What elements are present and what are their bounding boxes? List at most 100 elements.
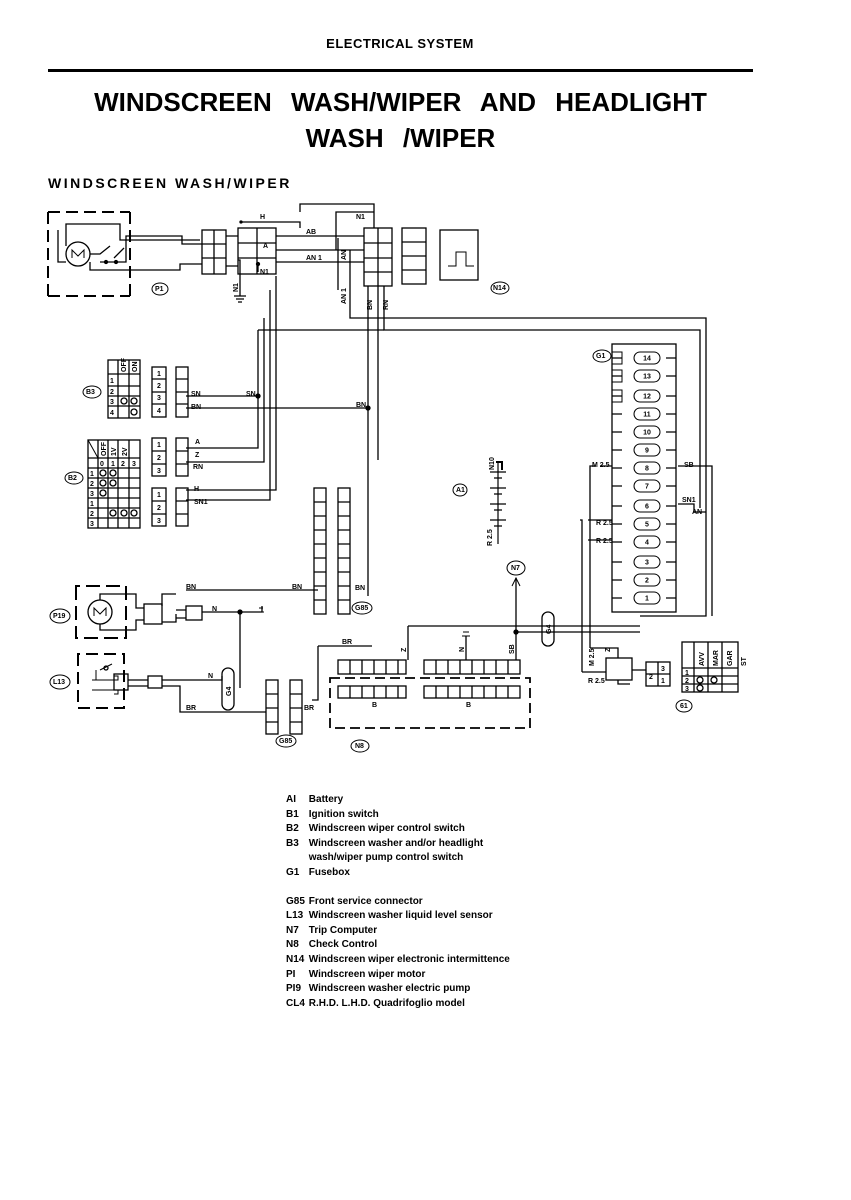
wire-label-n1-top: N1 — [356, 214, 365, 221]
wire-label-z-right: Z — [605, 647, 612, 652]
wire-label-sn-b3: SN — [191, 391, 201, 398]
wire-label-bn-v: BN — [367, 300, 374, 310]
legend-code: G1 — [286, 866, 300, 878]
legend-row: AI Battery — [286, 793, 510, 808]
wire-label-m25-b: M 2.5 — [589, 648, 596, 666]
wire-label-r25-a: R 2.5 — [596, 520, 613, 527]
b3-header-on: ON — [132, 362, 139, 373]
fuse-slot — [633, 369, 661, 383]
wire-label-b-n8b: B — [466, 702, 471, 709]
fuse-number: 7 — [645, 484, 649, 491]
b2-col-0: 0 — [100, 461, 104, 468]
wire-label-h-top: H — [260, 214, 265, 221]
ign-header-st: ST — [741, 656, 748, 666]
legend-text: Windscreen wiper electronic intermittenc… — [308, 953, 510, 965]
fuse-slot — [633, 591, 661, 605]
tag-n10: N10 — [489, 457, 496, 470]
section-header: ELECTRICAL SYSTEM — [326, 36, 474, 51]
switch-table-b2 — [87, 439, 141, 529]
fuse-number: 4 — [645, 540, 649, 547]
legend-row: wash/wiper pump control switch — [286, 851, 510, 866]
wire-label-bn-p19: BN — [186, 584, 196, 591]
header-rule — [48, 69, 753, 72]
fuse-slot — [633, 479, 661, 493]
b2-pin-5: 2 — [157, 505, 161, 512]
legend-row: PI9 Windscreen washer electric pump — [286, 982, 510, 997]
fuse-number: 2 — [645, 578, 649, 585]
wire-label-z-n8: Z — [401, 647, 408, 652]
tag-n7: N7 — [511, 565, 520, 572]
b2-pin-6: 3 — [157, 518, 161, 525]
legend-row: N7 Trip Computer — [286, 924, 510, 939]
legend-text: Trip Computer — [308, 924, 378, 936]
legend-row: G1 Fusebox — [286, 866, 510, 881]
b3-row-1: 1 — [110, 378, 114, 385]
fuse-slot — [633, 517, 661, 531]
legend-code: N7 — [286, 924, 299, 936]
fuse-slot — [633, 555, 661, 569]
b2-col-3: 3 — [132, 461, 136, 468]
legend-code: PI — [286, 968, 296, 980]
fuse-slot — [633, 535, 661, 549]
b3-row-4: 4 — [110, 410, 114, 417]
legend-code: N8 — [286, 939, 299, 951]
wire-label-n-p19: N — [212, 606, 217, 613]
wire-label-rn-v: RN — [383, 300, 390, 310]
legend-row: N14 Windscreen wiper electronic intermit… — [286, 953, 510, 968]
legend-text: Fusebox — [308, 866, 350, 878]
ign-header-avv: AVV — [699, 652, 706, 666]
fuse-number: 9 — [645, 448, 649, 455]
b2-row-6: 3 — [90, 521, 94, 528]
title-line-2: WASH /WIPER — [305, 123, 496, 153]
wire-label-bn-p19b: BN — [292, 584, 302, 591]
ign-header-mar: MAR — [713, 650, 720, 666]
tag-n8: N8 — [355, 743, 364, 750]
wire-label-sn1-b2: SN1 — [194, 499, 208, 506]
tag-p1: P1 — [155, 286, 164, 293]
legend-code: B2 — [286, 823, 299, 835]
wire-label-h-b2: H — [194, 486, 199, 493]
diagram-subtitle: WINDSCREEN WASH/WIPER — [48, 175, 292, 191]
fuse-slot — [633, 389, 661, 403]
wire-label-z-b2: Z — [195, 452, 200, 459]
legend-row: PI Windscreen wiper motor — [286, 968, 510, 983]
fuse-number: 14 — [643, 356, 651, 363]
b2-row-2: 2 — [90, 481, 94, 488]
b3-pin-2: 2 — [157, 383, 161, 390]
wire-label-br-l13: BR — [186, 705, 196, 712]
fuse-slot — [633, 443, 661, 457]
tag-g85-upper: G85 — [355, 605, 368, 612]
tag-g4-lower: G4 — [226, 687, 233, 696]
b3-row-3: 3 — [110, 399, 114, 406]
legend-text: Ignition switch — [308, 808, 379, 820]
ign-header-gar: GAR — [727, 650, 734, 666]
legend-code: N14 — [286, 953, 305, 965]
fuse-number: 10 — [643, 430, 651, 437]
fuse-slot — [633, 499, 661, 513]
b2-row-4: 1 — [90, 501, 94, 508]
legend-row: L13 Windscreen washer liquid level senso… — [286, 909, 510, 924]
wire-label-r25-c: R 2.5 — [588, 678, 605, 685]
legend-text: Windscreen wiper motor — [308, 968, 426, 980]
wire-label-br-n8: BR — [342, 639, 352, 646]
b3-pin-3: 3 — [157, 395, 161, 402]
ign-pin-3: 3 — [661, 666, 665, 673]
fuse-slot — [633, 351, 661, 365]
tag-p19: P19 — [53, 613, 66, 620]
legend-text: wash/wiper pump control switch — [308, 852, 464, 864]
legend-code: CL4 — [286, 997, 305, 1009]
legend-row: B1 Ignition switch — [286, 808, 510, 823]
legend-text: Check Control — [308, 939, 378, 951]
legend-code: B3 — [286, 837, 299, 849]
tag-g1: G1 — [596, 353, 605, 360]
legend-row: B3 Windscreen washer and/or headlight — [286, 837, 510, 852]
fuse-number: 5 — [645, 522, 649, 529]
legend-code: L13 — [286, 910, 304, 922]
ign-pin-2: 2 — [649, 674, 653, 681]
wire-label-n-l13: N — [208, 673, 213, 680]
legend-text: Windscreen washer electric pump — [308, 983, 471, 995]
wire-label-sb-g1: SB — [684, 462, 694, 469]
tag-n14: N14 — [493, 285, 506, 292]
legend-text: Front service connector — [308, 895, 423, 907]
